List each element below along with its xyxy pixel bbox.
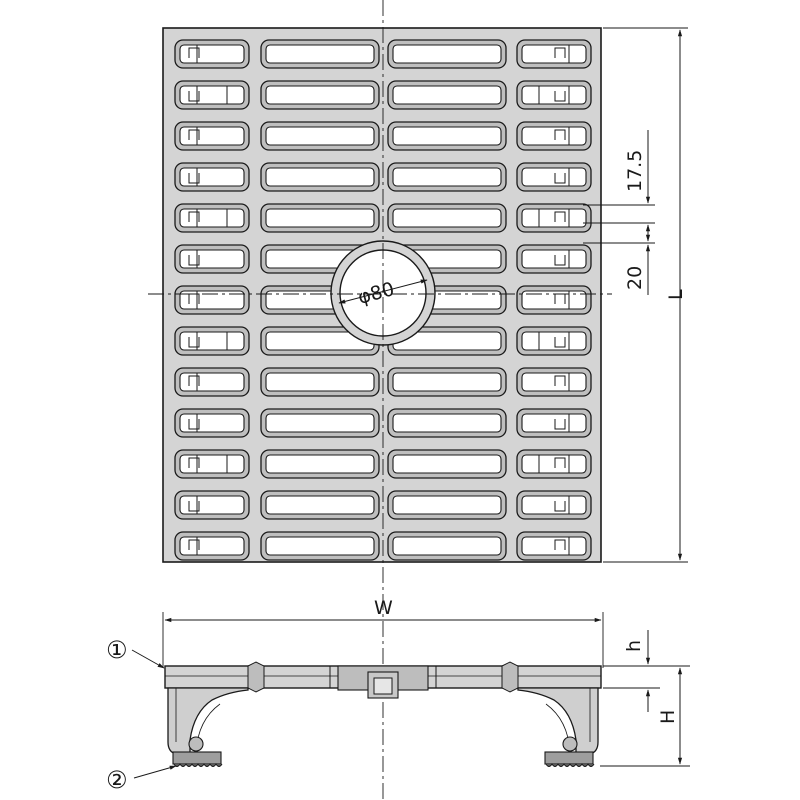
grating-slot	[516, 244, 592, 274]
grating-slot	[260, 449, 380, 479]
grating-slot	[174, 490, 250, 520]
grating-slot	[174, 367, 250, 397]
side-view: W	[106, 597, 690, 794]
grating-slot	[516, 531, 592, 561]
svg-text:②: ②	[106, 766, 128, 794]
grating-slot	[260, 490, 380, 520]
grating-slot	[516, 408, 592, 438]
grating-slot	[174, 326, 250, 356]
grating-slot	[516, 449, 592, 479]
width-dimension: W	[162, 597, 604, 668]
grating-slot	[260, 203, 380, 233]
slot-dimensions: 17.5 20	[583, 130, 655, 295]
grating-slot	[387, 531, 507, 561]
grating-slot	[174, 162, 250, 192]
grating-slot	[387, 408, 507, 438]
grating-slot	[260, 531, 380, 561]
grating-slot	[260, 326, 380, 356]
height-dimensions: h H	[600, 630, 690, 767]
grating-slot	[260, 121, 380, 151]
H-label: H	[657, 710, 679, 724]
grating-slot	[516, 39, 592, 69]
grating-slot	[516, 162, 592, 192]
right-support-leg	[517, 687, 599, 755]
grating-slot	[387, 326, 507, 356]
svg-text:①: ①	[106, 636, 128, 664]
grating-slot	[516, 490, 592, 520]
length-label: L	[665, 289, 687, 300]
grating-slot	[174, 408, 250, 438]
grating-slot	[516, 80, 592, 110]
right-leveling-foot	[544, 736, 595, 767]
grating-slot	[387, 39, 507, 69]
grating-slot	[516, 326, 592, 356]
grating-slot	[387, 80, 507, 110]
grating-slot	[387, 203, 507, 233]
grating-slot	[387, 449, 507, 479]
slot-pitch-label: 17.5	[624, 150, 646, 192]
left-leveling-foot	[172, 736, 223, 767]
grating-slot	[260, 39, 380, 69]
grating-slot	[387, 490, 507, 520]
grating-slot	[174, 121, 250, 151]
plan-view: φ80 L 17.5 20	[148, 0, 688, 800]
grating-slot	[174, 39, 250, 69]
grating-slot	[516, 203, 592, 233]
h-label: h	[623, 640, 645, 652]
grating-slot	[516, 285, 592, 315]
grating-slot	[260, 367, 380, 397]
callout-2: ②	[106, 765, 177, 794]
slot-width-label: 20	[624, 266, 646, 290]
grating-slot	[174, 531, 250, 561]
grating-slot	[260, 162, 380, 192]
grating-slot	[260, 80, 380, 110]
left-support-leg	[167, 687, 249, 755]
grating-slot	[516, 121, 592, 151]
grating-slot	[387, 162, 507, 192]
grating-section	[164, 661, 602, 699]
slot-pattern	[174, 39, 592, 561]
grating-slot	[174, 244, 250, 274]
grating-slot	[174, 80, 250, 110]
grating-slot	[174, 203, 250, 233]
grating-slot	[387, 367, 507, 397]
width-label: W	[374, 597, 393, 619]
grating-slot	[174, 285, 250, 315]
grating-slot	[387, 121, 507, 151]
grating-slot	[260, 408, 380, 438]
callout-1: ①	[106, 636, 165, 669]
grating-slot	[174, 449, 250, 479]
grating-slot	[516, 367, 592, 397]
length-dimension: L	[603, 27, 688, 563]
